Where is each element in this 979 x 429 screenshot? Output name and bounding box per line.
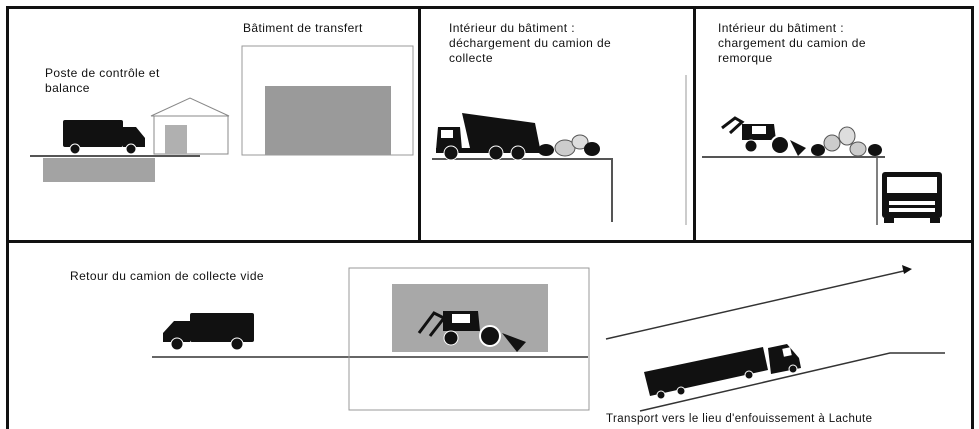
ramp-line-upper <box>606 270 908 339</box>
label-transport: Transport vers le lieu d'enfouissement à… <box>606 412 872 427</box>
dump-truck-icon <box>436 113 540 160</box>
house-icon <box>151 98 229 154</box>
label-loading: Intérieur du bâtiment : chargement du ca… <box>718 21 866 66</box>
scale-platform <box>43 158 155 182</box>
label-return-truck: Retour du camion de collecte vide <box>70 269 264 284</box>
truck-icon <box>63 120 145 154</box>
backhoe-icon <box>722 118 806 156</box>
label-unloading: Intérieur du bâtiment : déchargement du … <box>449 21 611 66</box>
truck-front-icon <box>882 172 942 223</box>
garbage-bags-icon <box>538 135 600 156</box>
arrow-icon <box>902 265 912 274</box>
trailer-truck-icon <box>644 344 801 399</box>
label-scale-station: Poste de contrôle et balance <box>45 66 160 96</box>
building-door <box>265 86 391 155</box>
truck-icon-return <box>163 313 254 350</box>
label-transfer-building: Bâtiment de transfert <box>243 21 363 36</box>
garbage-bags-icon-2 <box>811 127 882 156</box>
tipping-floor <box>432 159 612 222</box>
